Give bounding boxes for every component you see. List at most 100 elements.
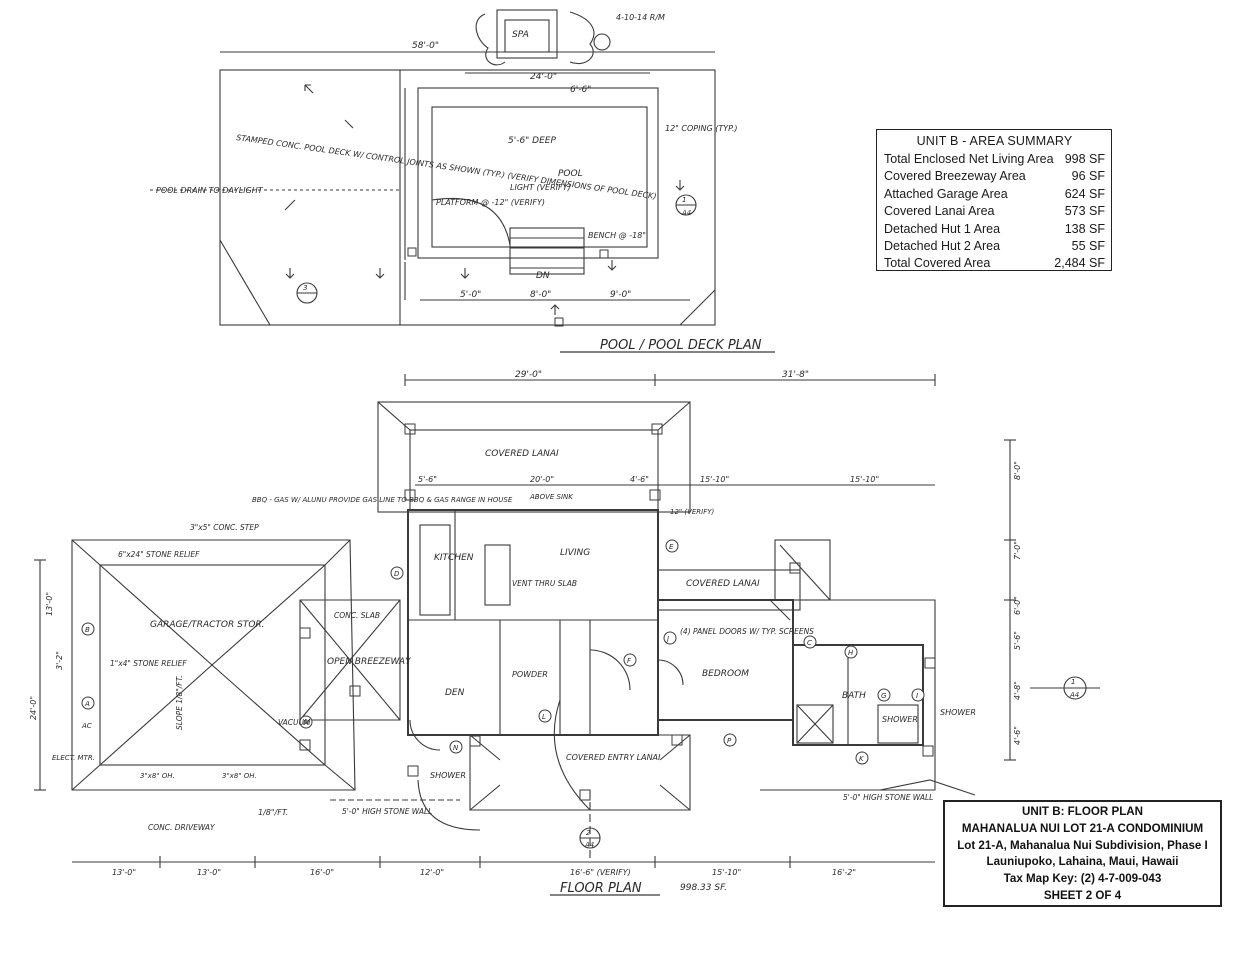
tag-label: C (807, 639, 812, 647)
note-oh-left: 3"x8" OH. (140, 772, 175, 780)
room-label-shower-right: SHOWER (940, 708, 976, 717)
platform-arc (431, 197, 511, 246)
pool-deck-outline (219, 69, 716, 326)
note-verify: 12" (VERIFY) (670, 508, 715, 516)
garage-walls (99, 564, 326, 766)
spa-outline (496, 9, 558, 59)
dim-right: 6'-0" (1013, 596, 1022, 615)
floor-plan (34, 374, 1100, 896)
room-label-bath: BATH (842, 691, 866, 701)
note-driveway: CONC. DRIVEWAY (148, 823, 216, 832)
dim-bottom: 16'-6" (VERIFY) (570, 868, 631, 877)
tag-marker (390, 566, 404, 580)
tag-marker (877, 688, 891, 702)
note-oh-right: 3"x8" OH. (222, 772, 257, 780)
note-stone-relief-mid: 1"x4" STONE RELIEF (110, 659, 187, 668)
tag-marker (449, 740, 463, 754)
room-label-living: LIVING (560, 548, 590, 558)
area-value: 138 SF (1064, 221, 1105, 236)
section-callout-label: A4 (584, 841, 594, 849)
revision-note: 4-10-14 R/M (616, 13, 665, 22)
deck-note: STAMPED CONC. POOL DECK W/ CONTROL JOINT… (236, 133, 657, 201)
area-value: 2,484 SF (1054, 256, 1105, 271)
area-label: Covered Breezeway Area (884, 169, 1026, 184)
note-vacuum: VACUUM (278, 718, 311, 727)
area-label: Attached Garage Area (884, 186, 1008, 201)
door-swing (409, 719, 441, 751)
tag-marker (81, 696, 95, 710)
bench-note: BENCH @ -18" (588, 231, 646, 240)
tag-label: G (881, 692, 887, 700)
stair-dn-label: DN (536, 271, 550, 281)
outdoor-shower-wall (417, 779, 481, 831)
pool-steps (509, 227, 585, 275)
dim-bottom: 15'-10" (712, 868, 741, 877)
tag-label: F (627, 657, 632, 665)
area-label: Detached Hut 1 Area (884, 221, 1001, 236)
title-block-sheet: SHEET 2 OF 4 (1043, 888, 1122, 902)
tag-marker (665, 539, 679, 553)
pool-inner (431, 106, 648, 248)
room-label-powder: POWDER (512, 670, 548, 679)
tag-label: B (85, 626, 90, 634)
section-callout-circle (593, 33, 611, 51)
tag-circles (81, 539, 925, 765)
dim-right: 7'-0" (1013, 541, 1022, 560)
door-swing (657, 659, 684, 686)
tag-marker (844, 645, 858, 659)
section-callout-number: 1 (1071, 678, 1075, 686)
note-elect: ELECT. MTR. (52, 754, 95, 762)
tag-label: K (859, 755, 865, 763)
dim-right: 4'-8" (1013, 681, 1022, 700)
pool-dim-bottom-mid: 8'-0" (530, 290, 551, 300)
platform-note: PLATFORM @ -12" (VERIFY) (436, 198, 545, 207)
note-gas-line: BBQ - GAS W/ ALUNU PROVIDE GAS LINE TO B… (252, 496, 513, 504)
area-label: Covered Lanai Area (884, 204, 995, 219)
door-swing (589, 649, 631, 691)
dim-mid: 15'-10" (700, 475, 729, 484)
area-value: 55 SF (1071, 238, 1105, 253)
stair-width-dim: 6'-6" (570, 85, 591, 95)
room-label-shower-left: SHOWER (430, 771, 466, 780)
tag-marker (623, 653, 637, 667)
area-summary-table: UNIT B - AREA SUMMARY Total Enclosed Net… (876, 129, 1112, 271)
dim-top-left: 29'-0" (515, 370, 542, 380)
tag-label: L (542, 713, 546, 721)
dim-mid: 4'-6" (630, 475, 649, 484)
dim-mid: 20'-0" (530, 475, 554, 484)
covered-lanai-roof (377, 401, 691, 513)
tag-marker (911, 688, 925, 702)
title-block-tmk: Tax Map Key: (2) 4-7-009-043 (1003, 872, 1162, 886)
pool-label: POOL (558, 169, 583, 179)
note-stone-relief-top: 6"x24" STONE RELIEF (118, 550, 200, 559)
note-panel-doors: (4) PANEL DOORS W/ TYP. SCREENS (680, 627, 814, 636)
dim-right: 8'-0" (1013, 461, 1022, 480)
note-slope-lanai: 1/8"/FT. (258, 808, 288, 817)
area-value: 624 SF (1064, 186, 1105, 201)
tag-marker (855, 751, 869, 765)
tag-marker (723, 733, 737, 747)
area-label: Detached Hut 2 Area (884, 238, 1001, 253)
room-label-breezeway: OPEN BREEZEWAY (327, 657, 412, 667)
area-label: Total Covered Area (884, 256, 991, 271)
section-callout-number: 1 (682, 196, 686, 204)
pool-deck-plan (150, 9, 775, 353)
section-callout-label: A4 (1069, 691, 1079, 699)
room-label-covered-entry: COVERED ENTRY LANAI (566, 753, 661, 762)
landscape-right (569, 11, 595, 64)
columns (299, 247, 936, 801)
tag-marker (663, 631, 677, 645)
title-block-location: Launiupoko, Lahaina, Maui, Hawaii (986, 855, 1179, 869)
section-callout-number: 3 (303, 284, 307, 292)
area-value: 96 SF (1071, 169, 1105, 184)
section-callout-number: 2 (586, 829, 591, 837)
dim-bottom: 12'-0" (420, 868, 444, 877)
pool-dim-bottom-right: 9'-0" (610, 290, 631, 300)
tag-marker (81, 622, 95, 636)
dim-right: 4'-6" (1013, 726, 1022, 745)
room-label-shower-mid: SHOWER (882, 715, 918, 724)
tag-marker (538, 709, 552, 723)
note-conc-step: 3"x5" CONC. STEP (190, 523, 259, 532)
room-label-covered-lanai-right: COVERED LANAI (686, 579, 760, 589)
dim-bottom: 16'-2" (832, 868, 856, 877)
